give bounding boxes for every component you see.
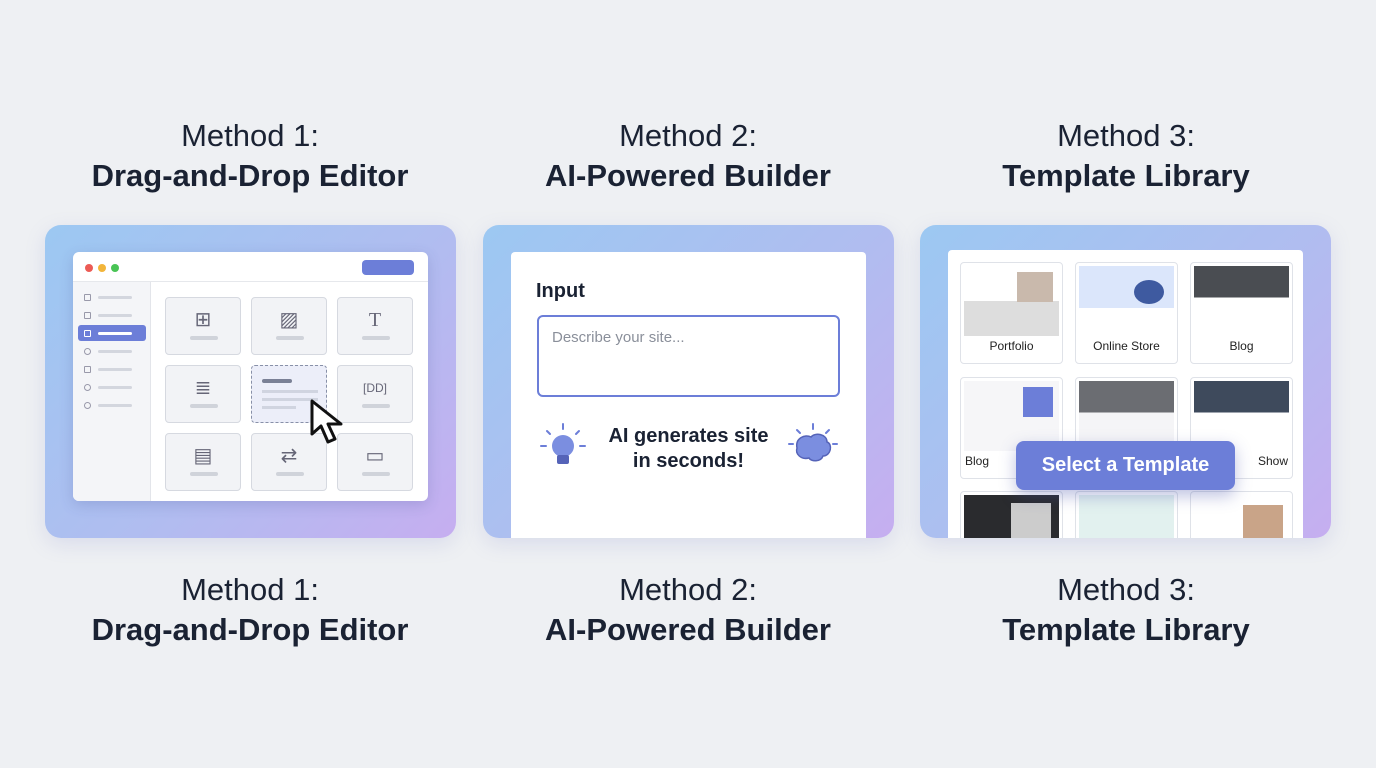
input-placeholder: Describe your site... <box>552 329 685 346</box>
circle-icon <box>84 348 91 355</box>
components-icon <box>84 312 91 319</box>
target-icon <box>84 384 91 391</box>
quote-icon: [DD] <box>363 381 387 395</box>
method-1-title-top: Method 1: Drag-and-Drop Editor <box>40 116 460 196</box>
button-icon: ▭ <box>365 445 385 467</box>
ai-message: AI generates site in seconds! <box>591 424 786 474</box>
method-name: Template Library <box>1002 158 1250 193</box>
template-portfolio[interactable]: Portfolio <box>960 262 1063 364</box>
quote-block-tile[interactable]: [DD] <box>337 365 413 423</box>
method-name: Template Library <box>1002 612 1250 647</box>
method-2-title-top: Method 2: AI-Powered Builder <box>478 116 898 196</box>
sidebar-item[interactable] <box>78 361 146 377</box>
sidebar-item[interactable] <box>78 397 146 413</box>
brain-icon <box>788 423 838 462</box>
minimize-dot-icon[interactable] <box>98 264 106 272</box>
method-1-title-bottom: Method 1: Drag-and-Drop Editor <box>40 570 460 650</box>
template-minimal[interactable] <box>1075 491 1178 538</box>
sidebar-item[interactable] <box>78 379 146 395</box>
ai-builder-panel: Input Describe your site... AI generates… <box>511 252 866 538</box>
grid-block-tile[interactable]: ⊞ <box>165 297 241 355</box>
paragraph-icon: ≣ <box>194 377 212 399</box>
method-name: AI-Powered Builder <box>545 158 831 193</box>
ai-builder-card: Input Describe your site... AI generates… <box>483 225 894 538</box>
method-label: Method 3: <box>1057 572 1195 607</box>
browser-icon: ▤ <box>193 445 213 467</box>
template-dark[interactable] <box>960 491 1063 538</box>
template-fashion[interactable] <box>1190 491 1293 538</box>
sidebar-item-active[interactable] <box>78 325 146 341</box>
input-label: Input <box>536 280 585 302</box>
button-block-tile[interactable]: ▭ <box>337 433 413 491</box>
method-name: AI-Powered Builder <box>545 612 831 647</box>
template-label: Blog <box>965 454 990 468</box>
describe-site-input[interactable]: Describe your site... <box>537 315 840 397</box>
layout-icon <box>84 294 91 301</box>
template-label: Online Store <box>1093 339 1160 353</box>
template-label: Blog <box>1229 339 1254 353</box>
template-gallery: Portfolio Online Store Blog Blog Show <box>948 250 1303 538</box>
image-block-tile[interactable]: ▨ <box>251 297 327 355</box>
image-icon: ▨ <box>279 309 299 331</box>
method-3-title-top: Method 3: Template Library <box>916 116 1336 196</box>
template-library-card: Portfolio Online Store Blog Blog Show Se… <box>920 225 1331 538</box>
lightbulb-icon <box>540 423 586 464</box>
select-template-button[interactable]: Select a Template <box>1016 441 1235 490</box>
method-label: Method 1: <box>181 118 319 153</box>
template-label: Show <box>1257 454 1288 468</box>
mouse-cursor-icon <box>310 399 343 444</box>
method-label: Method 2: <box>619 572 757 607</box>
maximize-dot-icon[interactable] <box>111 264 119 272</box>
method-name: Drag-and-Drop Editor <box>91 158 409 193</box>
text-block-tile[interactable]: T <box>337 297 413 355</box>
method-label: Method 2: <box>619 118 757 153</box>
method-label: Method 3: <box>1057 118 1195 153</box>
sidebar-item[interactable] <box>78 343 146 359</box>
publish-button[interactable] <box>362 260 414 275</box>
method-3-title-bottom: Method 3: Template Library <box>916 570 1336 650</box>
grid-icon: ⊞ <box>194 309 212 331</box>
template-blog[interactable]: Blog <box>1190 262 1293 364</box>
drag-drop-card: ⊞ ▨ T ≣ [DD] ▤ ⇄ ▭ <box>45 225 456 538</box>
link-icon: ⇄ <box>280 445 298 467</box>
sidebar <box>73 282 151 501</box>
sidebar-item[interactable] <box>78 289 146 305</box>
window-titlebar <box>73 252 428 282</box>
link-block-tile[interactable]: ⇄ <box>251 433 327 491</box>
sidebar-item[interactable] <box>78 307 146 323</box>
text-icon: T <box>368 309 382 331</box>
chart-icon <box>84 366 91 373</box>
method-name: Drag-and-Drop Editor <box>91 612 409 647</box>
close-dot-icon[interactable] <box>85 264 93 272</box>
template-label: Portfolio <box>989 339 1034 353</box>
embed-block-tile[interactable]: ▤ <box>165 433 241 491</box>
template-online-store[interactable]: Online Store <box>1075 262 1178 364</box>
dragged-block[interactable] <box>251 365 327 423</box>
paragraph-block-tile[interactable]: ≣ <box>165 365 241 423</box>
ai-message-line2: in seconds! <box>632 450 745 472</box>
method-2-title-bottom: Method 2: AI-Powered Builder <box>478 570 898 650</box>
template-show[interactable]: Show <box>1190 377 1293 479</box>
editor-window: ⊞ ▨ T ≣ [DD] ▤ ⇄ ▭ <box>73 252 428 501</box>
grid-icon <box>84 330 91 337</box>
ai-message-line1: AI generates site <box>608 425 769 447</box>
method-label: Method 1: <box>181 572 319 607</box>
gear-icon <box>84 402 91 409</box>
